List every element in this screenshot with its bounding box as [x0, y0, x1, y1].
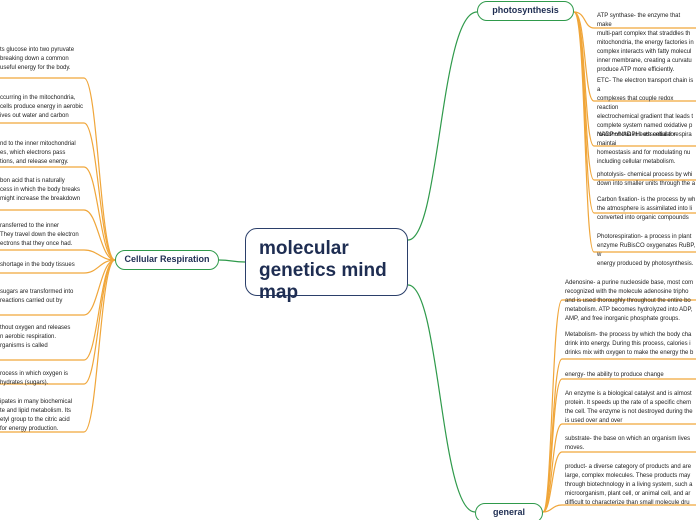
note-substrate[interactable]: substrate- the base on which an organism…	[565, 436, 691, 451]
note-etc[interactable]: ETC- The electron transport chain is a c…	[597, 78, 694, 138]
note-electron-transfer[interactable]: ransferred to the inner They travel down…	[0, 223, 79, 247]
link-central-general	[407, 284, 476, 513]
note-glycolysis[interactable]: ts glucose into two pyruvate breaking do…	[0, 47, 75, 71]
link-respiration-note-0	[83, 77, 116, 261]
note-acetyl-coa[interactable]: ipates in many biochemical te and lipid …	[0, 399, 73, 432]
note-atp-synthase[interactable]: ATP synthase- the enzyme that make multi…	[597, 13, 694, 73]
note-anaerobic-respiration[interactable]: thout oxygen and releases n aerobic resp…	[0, 325, 71, 349]
note-organic-acid[interactable]: bon acid that is naturally cess in which…	[0, 178, 81, 202]
note-carbon-fixation[interactable]: Carbon fixation- is the process by wh th…	[597, 197, 696, 221]
link-general-note-4	[542, 451, 563, 513]
note-adenosine[interactable]: Adenosine- a purine nucleoside base, mos…	[565, 280, 694, 322]
note-enzyme[interactable]: An enzyme is a biological catalyst and i…	[565, 391, 693, 424]
link-photosynthesis-note-0	[573, 11, 595, 29]
link-central-photosynthesis	[407, 11, 478, 241]
note-photorespiration[interactable]: Photorespiration- a process in plant enz…	[597, 234, 696, 267]
central-topic[interactable]: molecular genetics mind map	[245, 228, 408, 303]
note-oxygen-shortage[interactable]: shortage in the body tissues	[0, 262, 75, 268]
central-topic-title: molecular genetics mind map	[259, 238, 387, 303]
link-respiration-note-8	[83, 259, 116, 385]
note-nadp[interactable]: NADP+/NADPH- essential for maintai homeo…	[597, 132, 691, 165]
branch-cellular-respiration[interactable]: Cellular Respiration	[115, 250, 219, 270]
link-general-note-2	[542, 378, 563, 513]
note-fermentation[interactable]: sugars are transformed into reactions ca…	[0, 289, 74, 304]
branch-general-label: general	[492, 507, 525, 517]
link-respiration-note-2	[83, 166, 116, 261]
link-central-respiration	[218, 259, 246, 263]
branch-general[interactable]: general	[475, 503, 543, 520]
link-respiration-note-6	[83, 259, 116, 316]
branch-photosynthesis[interactable]: photosynthesis	[477, 1, 574, 21]
note-electron-carriers[interactable]: nd to the inner mitochondrial es, which …	[0, 141, 76, 165]
link-respiration-note-3	[83, 209, 116, 261]
link-general-note-5	[542, 504, 563, 513]
note-oxidation[interactable]: rocess in which oxygen is hydrates (suga…	[0, 371, 69, 386]
link-respiration-note-1	[83, 122, 116, 261]
note-metabolism[interactable]: Metabolism- the process by which the bod…	[565, 332, 694, 356]
link-photosynthesis-note-5	[573, 11, 595, 253]
link-respiration-note-9	[83, 259, 116, 433]
branch-cellular-respiration-label: Cellular Respiration	[124, 254, 210, 264]
note-photolysis[interactable]: photolysis- chemical process by whi down…	[597, 172, 696, 187]
branch-photosynthesis-label: photosynthesis	[492, 5, 559, 15]
note-product[interactable]: product- a diverse category of products …	[565, 464, 693, 506]
note-energy[interactable]: energy- the ability to produce change	[565, 372, 664, 378]
note-aerobic-respiration[interactable]: ccurring in the mitochondria, cells prod…	[0, 95, 84, 119]
